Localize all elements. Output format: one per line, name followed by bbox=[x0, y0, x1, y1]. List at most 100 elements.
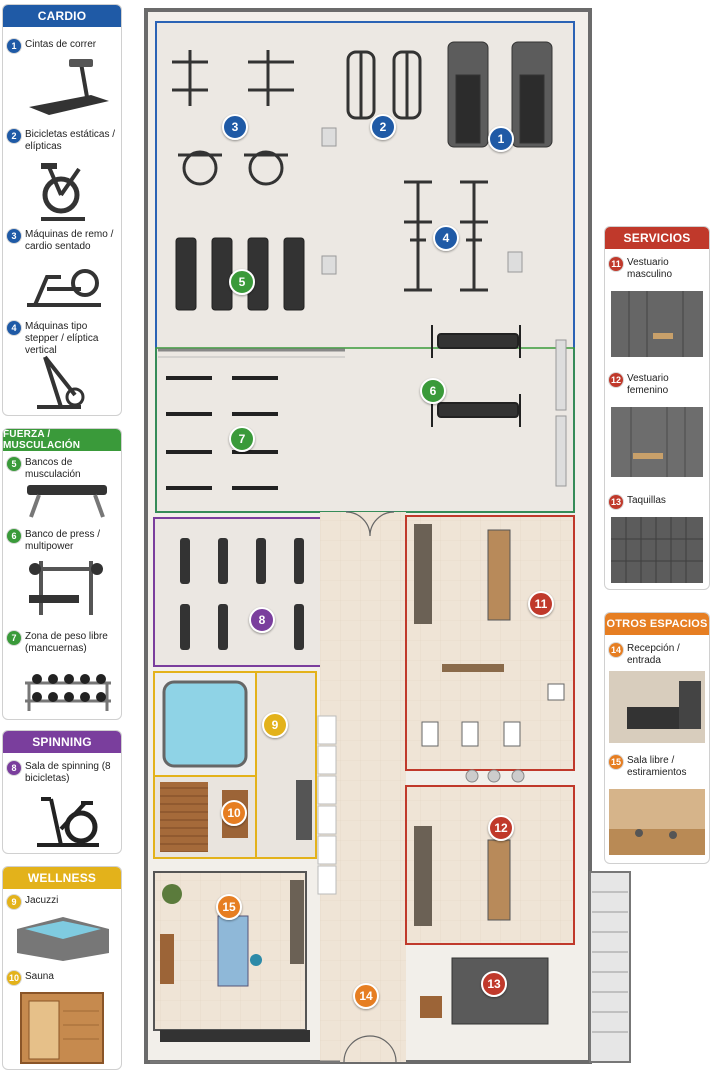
legend-item-5: 5 Bancos de musculación bbox=[7, 457, 117, 481]
legend-item-9: 9 Jacuzzi bbox=[7, 895, 117, 909]
plan-marker-6: 6 bbox=[420, 378, 446, 404]
plan-marker-3: 3 bbox=[222, 114, 248, 140]
badge-15: 15 bbox=[609, 755, 623, 769]
lockers-icon bbox=[611, 517, 703, 583]
exercise-bike-icon bbox=[41, 163, 85, 221]
legend-cardio-title: CARDIO bbox=[3, 5, 121, 27]
legend-item-13: 13 Taquillas bbox=[609, 495, 705, 509]
badge-13: 13 bbox=[609, 495, 623, 509]
ellipticals bbox=[346, 50, 422, 120]
legend-label-12: Vestuario femenino bbox=[627, 373, 669, 396]
seated-cardio bbox=[172, 50, 294, 186]
legend-label-13: Taquillas bbox=[627, 495, 666, 506]
plan-marker-7: 7 bbox=[229, 426, 255, 452]
dumbbell-rack-icon bbox=[25, 674, 111, 711]
legend-item-4: 4 Máquinas tipo stepper / elíptica verti… bbox=[7, 321, 117, 357]
badge-1: 1 bbox=[7, 39, 21, 53]
badge-3: 3 bbox=[7, 229, 21, 243]
legend-strength-title: FUERZA / MUSCULACIÓN bbox=[3, 429, 121, 451]
legend-cardio: CARDIO 1 Cintas de correr 2 Bicicletas e… bbox=[2, 4, 122, 416]
legend-label-15: Sala libre / estiramientos bbox=[627, 755, 687, 778]
legend-item-14: 14 Recepción / entrada bbox=[609, 643, 705, 667]
plan-marker-11: 11 bbox=[528, 591, 554, 617]
press-benches bbox=[431, 325, 521, 427]
spin-bike-icon bbox=[37, 797, 99, 847]
plan-marker-4: 4 bbox=[433, 225, 459, 251]
badge-12: 12 bbox=[609, 373, 623, 387]
wellness-lounge bbox=[255, 671, 317, 859]
jacuzzi-icon bbox=[17, 917, 109, 961]
sauna-bench bbox=[160, 782, 208, 852]
steppers bbox=[404, 180, 488, 292]
legend-label-11: Vestuario masculino bbox=[627, 257, 673, 280]
legend-label-6: Banco de press / multipower bbox=[25, 529, 101, 552]
legend-label-10: Sauna bbox=[25, 971, 54, 982]
legend-label-4: Máquinas tipo stepper / elíptica vertica… bbox=[25, 321, 99, 356]
badge-6: 6 bbox=[7, 529, 21, 543]
legend-services-title: SERVICIOS bbox=[605, 227, 709, 249]
legend-spinning-title: SPINNING bbox=[3, 731, 121, 753]
badge-4: 4 bbox=[7, 321, 21, 335]
legend-label-9: Jacuzzi bbox=[25, 895, 59, 906]
bench-icon bbox=[27, 485, 107, 518]
badge-7: 7 bbox=[7, 631, 21, 645]
press-bench-icon bbox=[29, 561, 103, 615]
legend-label-7: Zona de peso libre (mancuernas) bbox=[25, 631, 108, 654]
plan-marker-13: 13 bbox=[481, 971, 507, 997]
treadmills bbox=[447, 41, 553, 148]
exterior-stair bbox=[589, 871, 631, 1063]
legend-spinning: SPINNING 8 Sala de spinning (8 bicicleta… bbox=[2, 730, 122, 854]
spin-bikes bbox=[180, 538, 304, 650]
legend-label-2: Bicicletas estáticas / elípticas bbox=[25, 129, 116, 152]
plan-marker-9: 9 bbox=[262, 712, 288, 738]
stretching-room-icon bbox=[609, 789, 705, 855]
legend-other-title: OTROS ESPACIOS bbox=[605, 613, 709, 635]
badge-9: 9 bbox=[7, 895, 21, 909]
legend-strength: FUERZA / MUSCULACIÓN 5 Bancos de muscula… bbox=[2, 428, 122, 720]
dumbbell-racks bbox=[166, 376, 278, 490]
legend-wellness: WELLNESS 9 Jacuzzi 10 Sauna bbox=[2, 866, 122, 1070]
recumbent-bike-icon bbox=[27, 269, 101, 307]
legend-item-1: 1 Cintas de correr bbox=[7, 39, 117, 53]
legend-services: SERVICIOS 11 Vestuario masculino 12 Vest… bbox=[604, 226, 710, 590]
legend-label-14: Recepción / entrada bbox=[627, 643, 680, 666]
legend-label-3: Máquinas de remo / cardio sentado bbox=[25, 229, 114, 252]
legend-item-12: 12 Vestuario femenino bbox=[609, 373, 705, 397]
reception-icon bbox=[609, 671, 705, 743]
badge-8: 8 bbox=[7, 761, 21, 775]
legend-item-10: 10 Sauna bbox=[7, 971, 117, 985]
plan-marker-14: 14 bbox=[353, 983, 379, 1009]
benches bbox=[175, 237, 305, 311]
sauna-icon bbox=[20, 992, 104, 1064]
plan-marker-1: 1 bbox=[488, 126, 514, 152]
plan-marker-2: 2 bbox=[370, 114, 396, 140]
plan-marker-12: 12 bbox=[488, 815, 514, 841]
locker-room-icon bbox=[611, 291, 703, 357]
badge-10: 10 bbox=[7, 971, 21, 985]
badge-2: 2 bbox=[7, 129, 21, 143]
legend-item-8: 8 Sala de spinning (8 bicicletas) bbox=[7, 761, 117, 785]
legend-item-2: 2 Bicicletas estáticas / elípticas bbox=[7, 129, 117, 153]
jacuzzi bbox=[162, 680, 248, 768]
legend-label-1: Cintas de correr bbox=[25, 39, 97, 50]
legend-item-11: 11 Vestuario masculino bbox=[609, 257, 705, 281]
badge-14: 14 bbox=[609, 643, 623, 657]
legend-item-15: 15 Sala libre / estiramientos bbox=[609, 755, 705, 779]
legend-other-spaces: OTROS ESPACIOS 14 Recepción / entrada 15… bbox=[604, 612, 710, 864]
plan-marker-10: 10 bbox=[221, 800, 247, 826]
treadmill-icon bbox=[29, 59, 109, 115]
legend-label-8: Sala de spinning (8 bicicletas) bbox=[25, 761, 111, 784]
badge-11: 11 bbox=[609, 257, 623, 271]
legend-item-7: 7 Zona de peso libre (mancuernas) bbox=[7, 631, 117, 655]
legend-item-3: 3 Máquinas de remo / cardio sentado bbox=[7, 229, 117, 253]
badge-5: 5 bbox=[7, 457, 21, 471]
womens-room-icon bbox=[611, 407, 703, 477]
plan-marker-5: 5 bbox=[229, 269, 255, 295]
legend-wellness-title: WELLNESS bbox=[3, 867, 121, 889]
plan-marker-8: 8 bbox=[249, 607, 275, 633]
stepper-icon bbox=[37, 355, 85, 409]
plan-marker-15: 15 bbox=[216, 894, 242, 920]
legend-label-5: Bancos de musculación bbox=[25, 457, 81, 480]
legend-item-6: 6 Banco de press / multipower bbox=[7, 529, 117, 553]
